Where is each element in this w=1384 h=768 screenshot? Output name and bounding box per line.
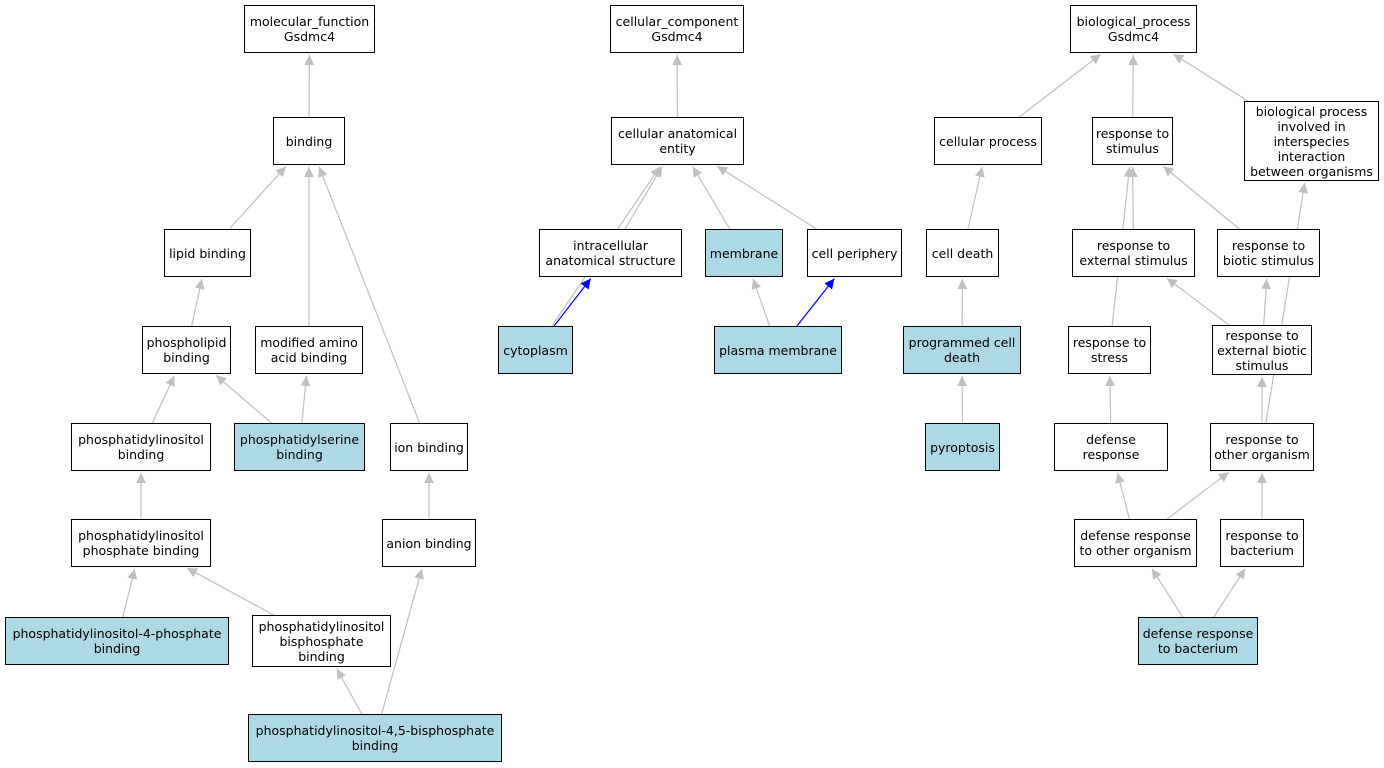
edge-plasma_membrane-to-membrane <box>751 278 771 327</box>
node-cellular-anatomical-entity[interactable]: cellular anatomical entity <box>611 117 744 165</box>
node-ion-binding[interactable]: ion binding <box>390 423 468 471</box>
node-membrane[interactable]: membrane <box>705 229 783 277</box>
node-lipid-binding[interactable]: lipid binding <box>164 229 251 277</box>
edge-defense_response_to_bacterium-to-defense_response_to_other_organism <box>1151 568 1184 618</box>
node-modified-amino-acid-binding[interactable]: modified amino acid binding <box>255 326 363 374</box>
edge-membrane-to-cellular_anatomical_entity <box>692 166 731 230</box>
edge-defense_response_to_other_organism-to-defense_response <box>1115 472 1130 520</box>
edge-phosphatidylserine_binding-to-modified_amino_acid_binding <box>300 375 311 424</box>
edge-pi4p_binding-to-pi_phosphate_binding <box>122 568 138 618</box>
node-defense-response-to-other-organism[interactable]: defense response to other organism <box>1074 519 1197 567</box>
node-response-to-other-organism[interactable]: response to other organism <box>1210 423 1314 471</box>
node-cell-periphery[interactable]: cell periphery <box>807 229 902 277</box>
edge-pi45p2_binding-to-anion_binding <box>381 568 424 715</box>
node-phospholipid-binding[interactable]: phospholipid binding <box>142 326 231 374</box>
node-defense-response[interactable]: defense response <box>1054 423 1168 471</box>
edge-phosphatidylinositol_binding-to-phospholipid_binding <box>151 375 175 424</box>
edge-defense_response_to_other_organism-to-response_to_other_organism <box>1166 471 1230 520</box>
edge-bp_interspecies-to-bp_root <box>1173 53 1249 102</box>
edge-defense_response_to_bacterium-to-response_to_bacterium <box>1213 568 1246 618</box>
node-phosphatidylinositol-4-phosphate-binding[interactable]: phosphatidylinositol-4-phosphate binding <box>5 617 229 665</box>
edge-cell_death-to-cellular_process <box>967 166 985 230</box>
node-plasma-membrane[interactable]: plasma membrane <box>714 326 842 374</box>
node-defense-response-to-bacterium[interactable]: defense response to bacterium <box>1138 617 1258 665</box>
node-pyroptosis[interactable]: pyroptosis <box>925 423 1000 471</box>
edge-response_to_biotic_stimulus-to-response_to_stimulus <box>1162 165 1240 230</box>
node-phosphatidylinositol-binding[interactable]: phosphatidylinositol binding <box>71 423 211 471</box>
node-response-to-biotic-stimulus[interactable]: response to biotic stimulus <box>1217 229 1320 277</box>
node-cytoplasm[interactable]: cytoplasm <box>498 326 573 374</box>
node-phosphatidylinositol-bisphosphate-binding[interactable]: phosphatidylinositol bisphosphate bindin… <box>252 615 391 667</box>
edge-response_to_external_biotic_stimulus-to-response_to_biotic_stimulus <box>1261 278 1272 326</box>
edge-response_to_stimulus-to-bp_root <box>1128 54 1139 118</box>
edge-lipid_binding-to-binding <box>228 166 287 230</box>
node-response-to-bacterium[interactable]: response to bacterium <box>1220 519 1304 567</box>
edge-response_to_external_stimulus-to-response_to_stimulus <box>1127 166 1138 230</box>
node-molecular-function-root[interactable]: molecular_function Gsdmc4 <box>244 5 375 53</box>
edge-pi45p2_binding-to-pi_bisphosphate_binding <box>336 668 363 715</box>
edge-intracellular_anatomical_structure-to-cellular_anatomical_entity <box>624 166 663 230</box>
node-cellular-process[interactable]: cellular process <box>934 117 1042 165</box>
node-intracellular-anatomical-structure[interactable]: intracellular anatomical structure <box>539 229 682 277</box>
node-response-to-stimulus[interactable]: response to stimulus <box>1092 117 1173 165</box>
node-response-to-stress[interactable]: response to stress <box>1068 326 1151 374</box>
edge-response_to_other_organism-to-bp_interspecies <box>1265 182 1309 424</box>
edge-phospholipid_binding-to-lipid_binding <box>191 278 205 327</box>
node-phosphatidylinositol-4-5-bisphosphate-binding[interactable]: phosphatidylinositol-4,5-bisphosphate bi… <box>248 714 502 762</box>
node-phosphatidylinositol-phosphate-binding[interactable]: phosphatidylinositol phosphate binding <box>71 519 211 567</box>
node-response-to-external-biotic-stimulus[interactable]: response to external biotic stimulus <box>1212 325 1312 375</box>
edge-ion_binding-to-binding <box>318 166 421 424</box>
node-phosphatidylserine-binding[interactable]: phosphatidylserine binding <box>234 423 365 471</box>
edge-plasma_membrane-to-cell_periphery <box>796 278 835 327</box>
node-cellular-component-root[interactable]: cellular_component Gsdmc4 <box>610 5 744 53</box>
node-programmed-cell-death[interactable]: programmed cell death <box>903 326 1021 374</box>
edge-cell_periphery-to-cellular_anatomical_entity <box>716 165 817 230</box>
node-response-to-external-stimulus[interactable]: response to external stimulus <box>1072 229 1195 277</box>
edge-pi_bisphosphate_binding-to-pi_phosphate_binding <box>186 567 274 616</box>
node-anion-binding[interactable]: anion binding <box>382 519 476 567</box>
edge-cellular_process-to-bp_root <box>1018 53 1102 118</box>
node-bp-involved-in-interspecies-interaction[interactable]: biological process involved in interspec… <box>1244 101 1379 181</box>
node-binding[interactable]: binding <box>273 117 345 165</box>
edge-response_to_external_biotic_stimulus-to-response_to_external_stimulus <box>1166 277 1230 326</box>
node-biological-process-root[interactable]: biological_process Gsdmc4 <box>1070 5 1197 53</box>
edge-phosphatidylserine_binding-to-phospholipid_binding <box>215 374 272 424</box>
edge-defense_response-to-response_to_stress <box>1105 375 1116 424</box>
edge-cytoplasm-to-intracellular_anatomical_structure <box>553 278 592 327</box>
node-cell-death[interactable]: cell death <box>926 229 999 277</box>
